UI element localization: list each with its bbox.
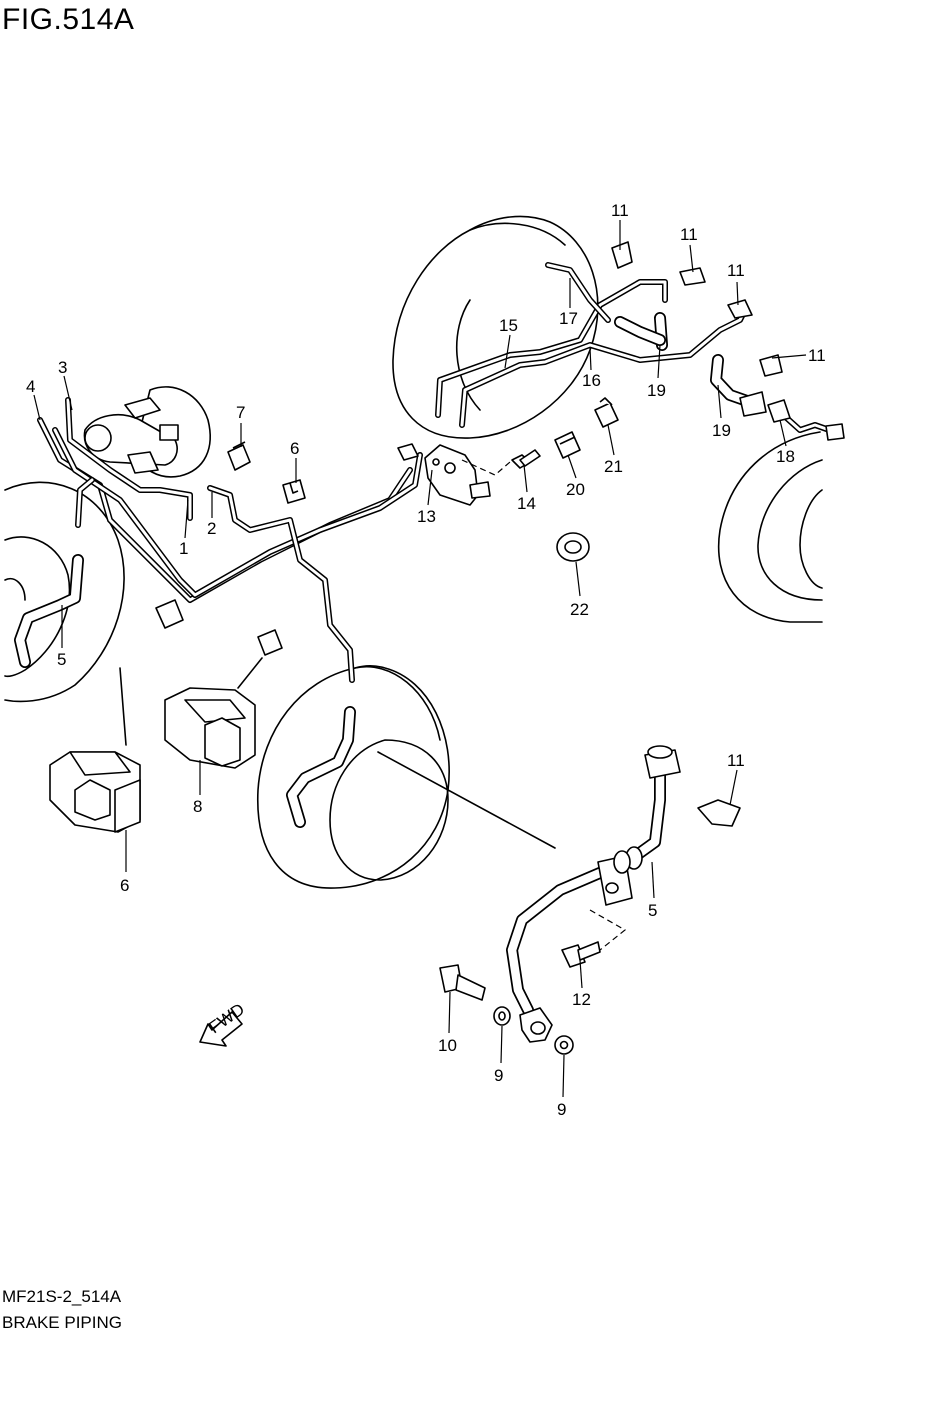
callout-12: 12 (572, 990, 591, 1009)
clamp-7 (227, 441, 251, 471)
figure-name: BRAKE PIPING (2, 1313, 122, 1332)
callout-11-d: 11 (808, 346, 826, 365)
callout-4: 4 (26, 377, 35, 396)
front-left-tire (4, 481, 125, 703)
brake-pipes (37, 262, 838, 683)
callout-1: 1 (179, 539, 188, 558)
grommet-22 (556, 532, 590, 562)
bolt-10 (439, 964, 486, 1001)
callout-17: 17 (559, 309, 578, 328)
clamp-small-front (155, 599, 283, 656)
callout-19-a: 19 (647, 381, 666, 400)
callout-15: 15 (499, 316, 518, 335)
three-way-joint (397, 443, 511, 506)
front-right-tire (257, 664, 450, 889)
callout-11-b: 11 (680, 225, 698, 244)
figure-title: FIG.514A (2, 3, 135, 36)
callout-10: 10 (438, 1036, 457, 1055)
callout-6-small: 6 (290, 439, 299, 458)
callout-11-e: 11 (727, 751, 745, 770)
clamp-6-small (282, 479, 306, 504)
clamp-6-detail (49, 667, 141, 833)
callout-2: 2 (207, 519, 216, 538)
bolt-14 (511, 449, 541, 469)
callout-labels: 1 2 3 4 5 5 6 6 7 8 9 9 10 11 11 11 11 1… (26, 201, 826, 1119)
clamp-20 (554, 431, 581, 459)
leader-lines (33, 220, 807, 1098)
rear-left-tire (717, 431, 823, 623)
callout-13: 13 (417, 507, 436, 526)
callout-21: 21 (604, 457, 623, 476)
callout-8: 8 (193, 797, 202, 816)
callout-6-detail: 6 (120, 876, 129, 895)
washer-9-a (493, 1006, 511, 1026)
callout-11-c: 11 (727, 261, 745, 280)
callout-18: 18 (776, 447, 795, 466)
clamp-8-detail (164, 657, 263, 769)
callout-19-b: 19 (712, 421, 731, 440)
connector-18 (739, 391, 845, 441)
front-hose-detail (377, 745, 681, 1043)
rear-right-tire (392, 215, 599, 439)
callout-9-b: 9 (557, 1100, 566, 1119)
callout-5-front-left: 5 (57, 650, 66, 669)
callout-9-a: 9 (494, 1066, 503, 1085)
callout-22: 22 (570, 600, 589, 619)
fwd-arrow-icon: FWD (199, 1000, 248, 1047)
clip-11-group (611, 241, 783, 827)
bolt-12 (561, 941, 601, 968)
washer-9-b (554, 1035, 574, 1055)
callout-7: 7 (236, 403, 245, 422)
callout-11-a: 11 (611, 201, 629, 220)
figure-code: MF21S-2_514A (2, 1287, 122, 1306)
callout-16: 16 (582, 371, 601, 390)
callout-14: 14 (517, 494, 536, 513)
callout-3: 3 (58, 358, 67, 377)
callout-5-detail: 5 (648, 901, 657, 920)
brake-hoses (14, 312, 756, 828)
callout-20: 20 (566, 480, 585, 499)
clamp-21 (594, 397, 619, 428)
